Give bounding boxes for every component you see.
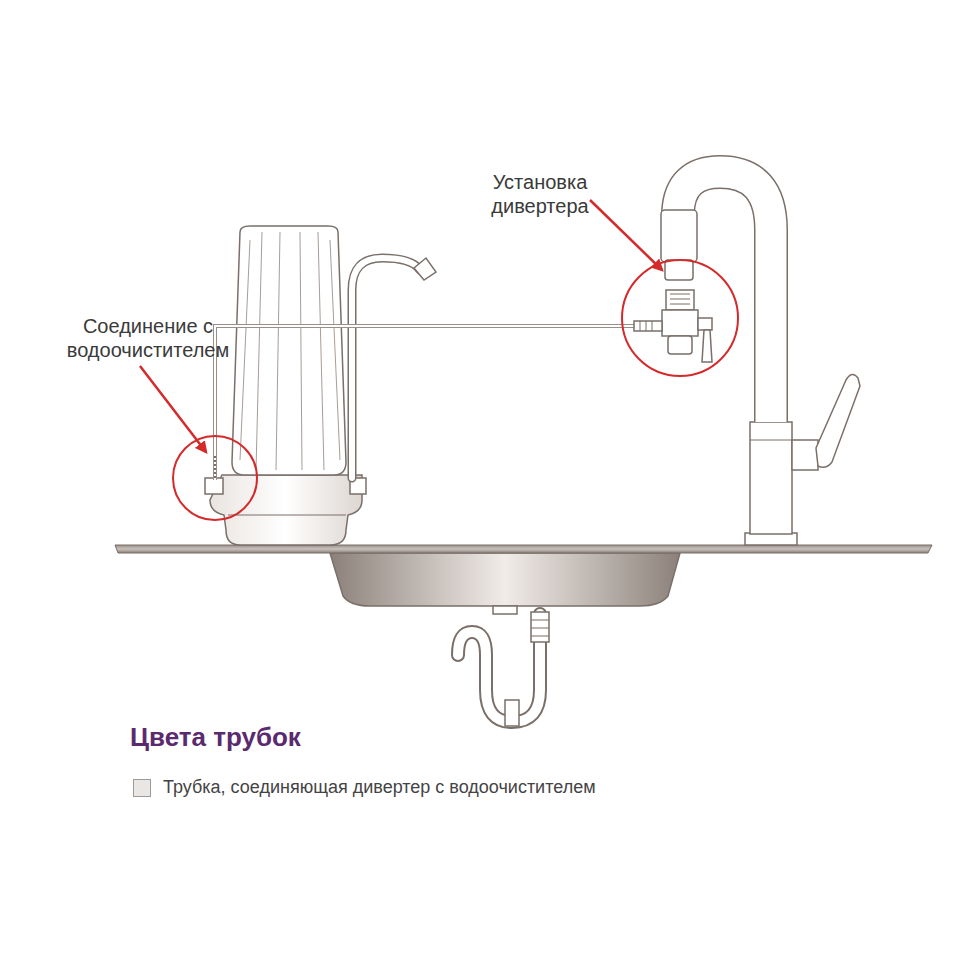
- callout-label: Установка дивертера: [470, 170, 610, 218]
- legend-swatch: [133, 779, 151, 797]
- legend-text: Трубка, соединяющая дивертер с водоочист…: [163, 777, 596, 798]
- legend-row: Трубка, соединяющая дивертер с водоочист…: [133, 777, 596, 798]
- legend-heading: Цвета трубок: [130, 722, 530, 753]
- callout-label: Соединение с водоочистителем: [48, 314, 248, 362]
